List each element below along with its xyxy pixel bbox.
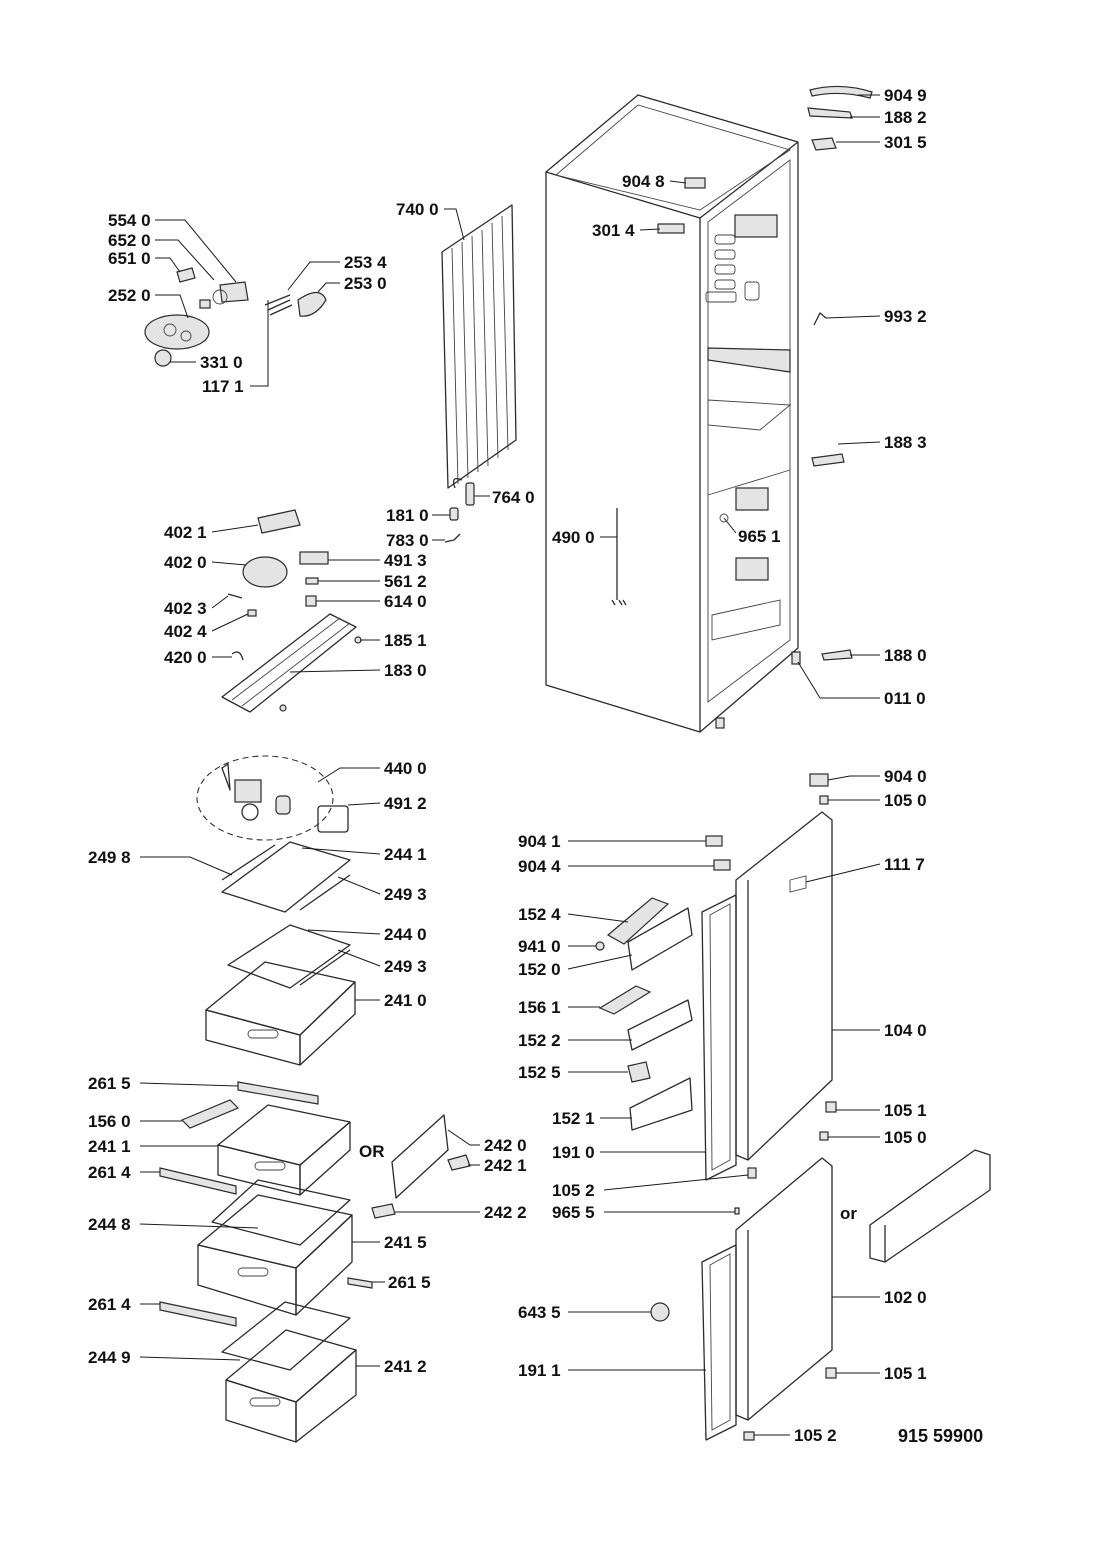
callout-label: 105 0	[884, 791, 927, 810]
callout-label: 191 0	[552, 1143, 595, 1162]
callout-label: 105 0	[884, 1128, 927, 1147]
callout-label: 253 4	[344, 253, 387, 272]
callout-label: 242 1	[484, 1156, 527, 1175]
shelves-drawers-drawing	[159, 841, 471, 1443]
callout-label: 241 1	[88, 1137, 131, 1156]
callout-label: 188 3	[884, 433, 927, 452]
callout-label: 554 0	[108, 211, 151, 230]
callout-label: 904 1	[518, 832, 561, 851]
callout-label: 904 0	[884, 767, 927, 786]
callout-label: 102 0	[884, 1288, 927, 1307]
callout-label: 156 0	[88, 1112, 131, 1131]
callout-label: 181 0	[386, 506, 429, 525]
callout-label: 904 8	[622, 172, 665, 191]
callout-labels: 904 9 188 2 301 5 904 8 301 4 993 2 188 …	[88, 86, 983, 1446]
condenser-drawing	[441, 204, 517, 543]
callout-label: 105 2	[552, 1181, 595, 1200]
callout-label: 249 3	[384, 957, 427, 976]
callout-label: 783 0	[386, 531, 429, 550]
callout-label: 740 0	[396, 200, 439, 219]
callout-label: 402 1	[164, 523, 207, 542]
callout-label: 440 0	[384, 759, 427, 778]
callout-label: 402 3	[164, 599, 207, 618]
callout-label: 261 4	[88, 1295, 131, 1314]
callout-label: 242 2	[484, 1203, 527, 1222]
callout-label: 301 4	[592, 221, 635, 240]
callout-label: 188 2	[884, 108, 927, 127]
callout-label: 561 2	[384, 572, 427, 591]
callout-label: 105 1	[884, 1364, 927, 1383]
callout-label: 301 5	[884, 133, 927, 152]
callout-label: 249 3	[384, 885, 427, 904]
callout-label: 993 2	[884, 307, 927, 326]
callout-label: 156 1	[518, 998, 561, 1017]
alternative-or-label: or	[840, 1204, 857, 1223]
callout-label: 491 3	[384, 551, 427, 570]
callout-label: 152 4	[518, 905, 561, 924]
callout-label: 261 4	[88, 1163, 131, 1182]
callout-label: 183 0	[384, 661, 427, 680]
callout-label: 402 4	[164, 622, 207, 641]
callout-label: 152 5	[518, 1063, 561, 1082]
callout-label: 152 2	[518, 1031, 561, 1050]
callout-label: 490 0	[552, 528, 595, 547]
callout-label: 261 5	[388, 1273, 431, 1292]
callout-label: 244 1	[384, 845, 427, 864]
callout-label: 152 0	[518, 960, 561, 979]
compressor-drawing	[221, 509, 362, 713]
callout-label: 331 0	[200, 353, 243, 372]
callout-label: 188 0	[884, 646, 927, 665]
callout-label: 261 5	[88, 1074, 131, 1093]
callout-label: 904 4	[518, 857, 561, 876]
callout-label: 491 2	[384, 794, 427, 813]
callout-label: 764 0	[492, 488, 535, 507]
thermostat-assembly-drawing	[144, 267, 327, 367]
callout-label: 241 0	[384, 991, 427, 1010]
doors-drawing	[595, 773, 991, 1441]
callout-label: 241 5	[384, 1233, 427, 1252]
callout-label: 904 9	[884, 86, 927, 105]
callout-label: 249 8	[88, 848, 131, 867]
callout-label: 965 5	[552, 1203, 595, 1222]
callout-label: 105 1	[884, 1101, 927, 1120]
callout-label: 651 0	[108, 249, 151, 268]
callout-label: 152 1	[552, 1109, 595, 1128]
callout-label: 185 1	[384, 631, 427, 650]
callout-label: 253 0	[344, 274, 387, 293]
callout-label: 191 1	[518, 1361, 561, 1380]
fan-assembly-drawing	[196, 755, 349, 841]
alternative-or-label: OR	[359, 1142, 385, 1161]
callout-label: 652 0	[108, 231, 151, 250]
callout-label: 402 0	[164, 553, 207, 572]
callout-label: 244 9	[88, 1348, 131, 1367]
cabinet-drawing	[545, 94, 801, 733]
callout-label: 941 0	[518, 937, 561, 956]
callout-label: 420 0	[164, 648, 207, 667]
document-number: 915 59900	[898, 1426, 983, 1446]
callout-label: 011 0	[884, 689, 926, 708]
callout-label: 104 0	[884, 1021, 927, 1040]
callout-label: 242 0	[484, 1136, 527, 1155]
callout-label: 105 2	[794, 1426, 837, 1445]
callout-label: 244 0	[384, 925, 427, 944]
callout-label: 252 0	[108, 286, 151, 305]
callout-label: 614 0	[384, 592, 427, 611]
top-hinge-parts-drawing	[807, 85, 873, 661]
leader-lines	[139, 94, 881, 1436]
callout-label: 111 7	[884, 855, 925, 874]
callout-label: 241 2	[384, 1357, 427, 1376]
callout-label: 965 1	[738, 527, 781, 546]
callout-label: 117 1	[202, 377, 244, 396]
callout-label: 244 8	[88, 1215, 131, 1234]
callout-label: 643 5	[518, 1303, 561, 1322]
